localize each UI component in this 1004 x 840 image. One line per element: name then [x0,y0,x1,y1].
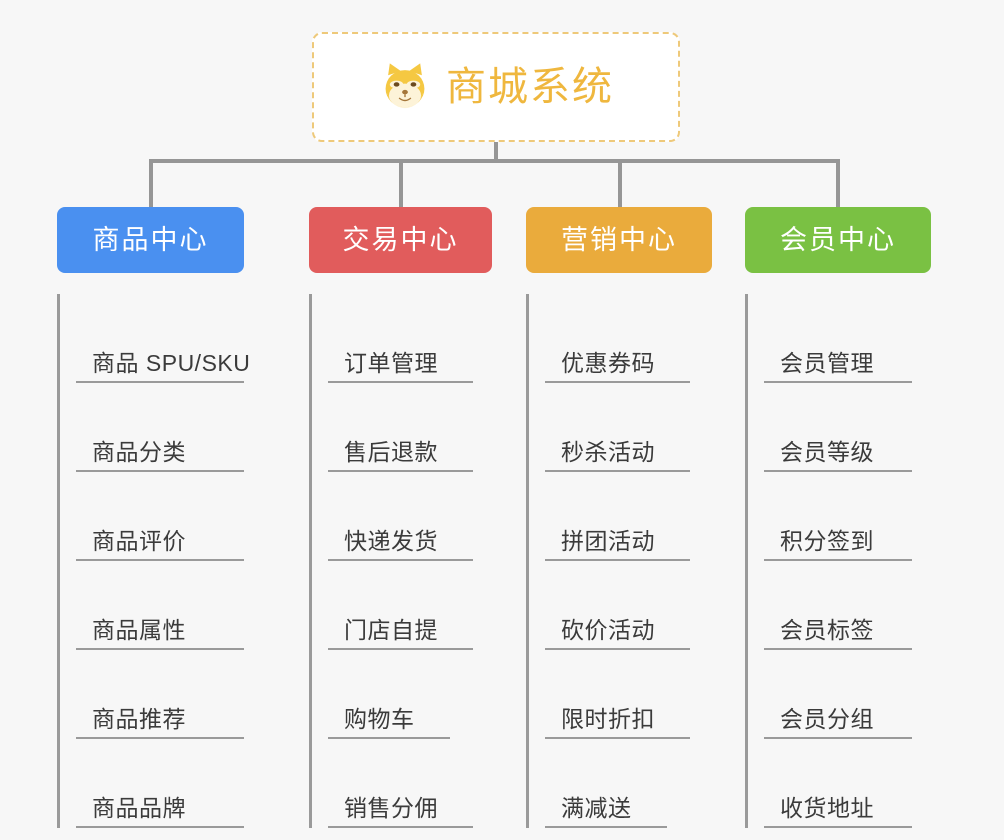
connector-trunk-bar [149,159,840,163]
leaf-item[interactable]: 商品推荐 [76,650,244,739]
branch-items-product: 商品 SPU/SKU 商品分类 商品评价 商品属性 商品推荐 商品品牌 [57,294,250,828]
branch-header-label: 营销中心 [561,224,677,255]
branch-column-member: 会员中心 会员管理 会员等级 积分签到 会员标签 会员分组 收货地址 [745,207,931,828]
branch-header-label: 交易中心 [342,224,459,255]
root-node-title: 商城系统 [446,65,614,109]
connector-drop-1 [399,159,403,209]
leaf-item[interactable]: 收货地址 [764,739,912,828]
branch-header-label: 商品中心 [92,224,209,255]
branch-items-marketing: 优惠券码 秒杀活动 拼团活动 砍价活动 限时折扣 满减送 [526,294,712,828]
leaf-item[interactable]: 会员等级 [764,383,912,472]
leaf-item[interactable]: 限时折扣 [545,650,690,739]
leaf-item[interactable]: 优惠券码 [545,294,690,383]
branch-header-marketing[interactable]: 营销中心 [526,207,712,273]
leaf-item[interactable]: 会员管理 [764,294,912,383]
leaf-item[interactable]: 商品 SPU/SKU [76,294,250,383]
branch-column-transaction: 交易中心 订单管理 售后退款 快递发货 门店自提 购物车 销售分佣 [309,207,492,828]
branch-column-marketing: 营销中心 优惠券码 秒杀活动 拼团活动 砍价活动 限时折扣 满减送 [526,207,712,828]
leaf-item[interactable]: 商品评价 [76,472,244,561]
connector-drop-2 [618,159,622,209]
leaf-item[interactable]: 快递发货 [328,472,473,561]
connector-drop-0 [149,159,153,209]
branch-header-product[interactable]: 商品中心 [57,207,244,273]
branch-column-product: 商品中心 商品 SPU/SKU 商品分类 商品评价 商品属性 商品推荐 商品品牌 [57,207,250,828]
leaf-item[interactable]: 商品属性 [76,561,244,650]
branch-items-transaction: 订单管理 售后退款 快递发货 门店自提 购物车 销售分佣 [309,294,492,828]
leaf-item[interactable]: 会员分组 [764,650,912,739]
leaf-item[interactable]: 拼团活动 [545,472,690,561]
leaf-item[interactable]: 积分签到 [764,472,912,561]
branch-header-member[interactable]: 会员中心 [745,207,931,273]
leaf-item[interactable]: 砍价活动 [545,561,690,650]
connector-root-stem [494,142,498,163]
leaf-item[interactable]: 秒杀活动 [545,383,690,472]
leaf-item[interactable]: 会员标签 [764,561,912,650]
leaf-item[interactable]: 满减送 [545,739,667,828]
leaf-item[interactable]: 购物车 [328,650,450,739]
leaf-item[interactable]: 订单管理 [328,294,473,383]
leaf-item[interactable]: 销售分佣 [328,739,473,828]
branch-header-label: 会员中心 [780,224,896,255]
branch-items-member: 会员管理 会员等级 积分签到 会员标签 会员分组 收货地址 [745,294,931,828]
shiba-inu-icon [378,60,432,114]
branch-header-transaction[interactable]: 交易中心 [309,207,492,273]
leaf-item[interactable]: 商品品牌 [76,739,244,828]
leaf-item[interactable]: 商品分类 [76,383,244,472]
connector-drop-3 [836,159,840,209]
root-node-shopping-system[interactable]: 商城系统 [312,32,680,142]
leaf-item[interactable]: 门店自提 [328,561,473,650]
leaf-item[interactable]: 售后退款 [328,383,473,472]
